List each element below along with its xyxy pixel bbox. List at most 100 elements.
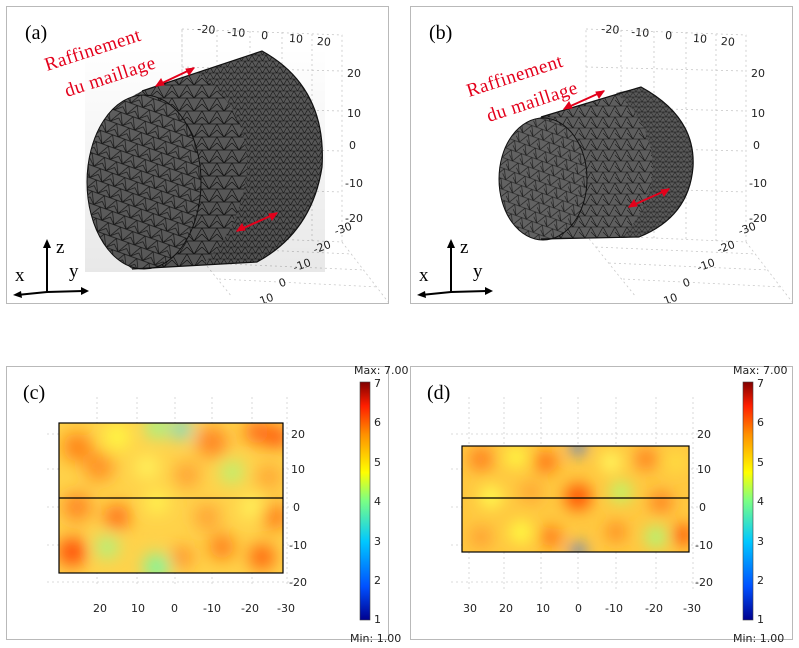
panel-c-heatmap: (c) 20 10 0 -10 -20 20 10 0 -10 -20 -30 xyxy=(6,366,389,640)
colorbar-c: Max: 7.00 7 6 5 4 3 2 1 Min: 1.00 xyxy=(350,364,408,645)
tick: 2 xyxy=(757,574,764,587)
mesh-3d-plot-a: Raffinement du maillage (a) -20 -10 0 10… xyxy=(13,22,388,304)
tick: 6 xyxy=(374,416,381,429)
tick: 0 xyxy=(261,29,269,42)
tick: -10 xyxy=(291,256,312,274)
heatmap-field xyxy=(462,446,689,552)
right-axis-ticks: 20 10 0 -10 -20 xyxy=(345,67,363,225)
tick: 20 xyxy=(291,428,305,441)
tick: 10 xyxy=(131,602,145,615)
tick: -20 xyxy=(289,576,307,589)
colorbar-max-label: Max: 7.00 xyxy=(354,364,408,377)
tick: 0 xyxy=(293,501,300,514)
tick: -20 xyxy=(345,212,363,225)
tick: 2 xyxy=(374,574,381,587)
y-axis-ticks: 20 10 0 -10 -20 xyxy=(289,428,307,589)
x-axis-ticks: 30 20 10 0 -10 -20 -30 xyxy=(463,602,701,615)
axis-x-label: x xyxy=(419,265,429,286)
colorbar-max-label: Max: 7.00 xyxy=(733,364,787,377)
x-axis-ticks: 20 10 0 -10 -20 -30 xyxy=(93,602,295,615)
tick: -10 xyxy=(695,256,716,274)
heatmap-plot-c: (c) 20 10 0 -10 -20 20 10 0 -10 -20 -30 xyxy=(23,382,307,615)
axis-triad: z x y xyxy=(417,237,493,298)
tick: -10 xyxy=(289,539,307,552)
colorbar-ticks: 7 6 5 4 3 2 1 xyxy=(374,377,381,626)
tick: 20 xyxy=(697,428,711,441)
tick: -30 xyxy=(332,220,353,238)
tick: -10 xyxy=(749,177,767,190)
tick: 10 xyxy=(289,32,304,46)
axis-y-label: y xyxy=(473,261,483,282)
tick: 0 xyxy=(277,276,288,291)
tick: 20 xyxy=(720,35,735,49)
tick: 0 xyxy=(753,139,760,152)
colorbar-min-label: Min: 1.00 xyxy=(350,632,401,645)
tick: -20 xyxy=(715,238,736,256)
top-axis-ticks: -20 -10 0 10 20 xyxy=(601,22,735,49)
tick: 10 xyxy=(697,463,711,476)
right-axis-ticks: 20 10 0 -10 -20 xyxy=(749,67,767,225)
mesh-3d-plot-b: Raffinement du maillage (b) -20 -10 0 10… xyxy=(417,22,792,303)
colorbar-min-label: Min: 1.00 xyxy=(733,632,784,645)
colorbar-ticks: 7 6 5 4 3 2 1 xyxy=(757,377,764,626)
tick: 0 xyxy=(575,602,582,615)
tick: 4 xyxy=(374,495,381,508)
tick: 0 xyxy=(665,29,673,42)
tick: 3 xyxy=(374,535,381,548)
tick: 0 xyxy=(699,501,706,514)
tick: 20 xyxy=(751,67,765,80)
colorbar-d: Max: 7.00 7 6 5 4 3 2 1 Min: 1.00 xyxy=(733,364,787,645)
tick: 7 xyxy=(374,377,381,390)
tick: 20 xyxy=(316,35,331,49)
tick: 20 xyxy=(499,602,513,615)
tick: -20 xyxy=(695,576,713,589)
tick: 1 xyxy=(757,613,764,626)
tick: 3 xyxy=(757,535,764,548)
heatmap-plot-d: (d) 20 10 0 -10 -20 30 20 10 0 -10 -20 -… xyxy=(427,382,713,615)
tick: 0 xyxy=(681,276,692,291)
tick: 5 xyxy=(374,456,381,469)
tick: 20 xyxy=(93,602,107,615)
grid-lines xyxy=(585,28,792,303)
panel-label: (a) xyxy=(25,22,47,44)
tick: -10 xyxy=(631,26,650,40)
panel-label: (c) xyxy=(23,382,45,404)
colorbar-gradient xyxy=(742,381,754,621)
cylinder-mesh xyxy=(498,86,694,241)
tick: 30 xyxy=(463,602,477,615)
tick: -10 xyxy=(695,539,713,552)
tick: -30 xyxy=(683,602,701,615)
depth-axis-ticks: -30 -20 -10 0 10 20 30 xyxy=(258,220,354,304)
tick: 0 xyxy=(171,602,178,615)
tick: -10 xyxy=(227,26,246,40)
axis-triad: z x y xyxy=(13,237,89,298)
tick: 4 xyxy=(757,495,764,508)
panel-a-mesh-3d: Raffinement du maillage (a) -20 -10 0 10… xyxy=(6,6,389,304)
tick: 20 xyxy=(347,67,361,80)
tick: 10 xyxy=(291,463,305,476)
panel-label: (b) xyxy=(429,22,452,44)
tick: -20 xyxy=(311,238,332,256)
panel-d-heatmap: (d) 20 10 0 -10 -20 30 20 10 0 -10 -20 -… xyxy=(410,366,793,640)
axis-z-label: z xyxy=(460,237,468,258)
tick: -30 xyxy=(277,602,295,615)
axis-y-label: y xyxy=(69,261,79,282)
axis-x-label: x xyxy=(15,265,25,286)
tick: 6 xyxy=(757,416,764,429)
tick: -20 xyxy=(197,22,216,36)
domain-outline xyxy=(461,445,690,553)
tick: 10 xyxy=(751,107,765,120)
y-axis-ticks: 20 10 0 -10 -20 xyxy=(695,428,713,589)
panel-b-mesh-3d: Raffinement du maillage (b) -20 -10 0 10… xyxy=(410,6,793,304)
tick: 10 xyxy=(258,291,276,304)
tick: -10 xyxy=(203,602,221,615)
top-axis-ticks: -20 -10 0 10 20 xyxy=(197,22,331,49)
tick: 0 xyxy=(349,139,356,152)
tick: -20 xyxy=(645,602,663,615)
tick: -20 xyxy=(241,602,259,615)
tick: -30 xyxy=(736,220,757,238)
panel-label: (d) xyxy=(427,382,450,404)
depth-axis-ticks: -30 -20 -10 0 10 20 30 xyxy=(662,220,758,303)
tick: -20 xyxy=(749,212,767,225)
tick: 1 xyxy=(374,613,381,626)
